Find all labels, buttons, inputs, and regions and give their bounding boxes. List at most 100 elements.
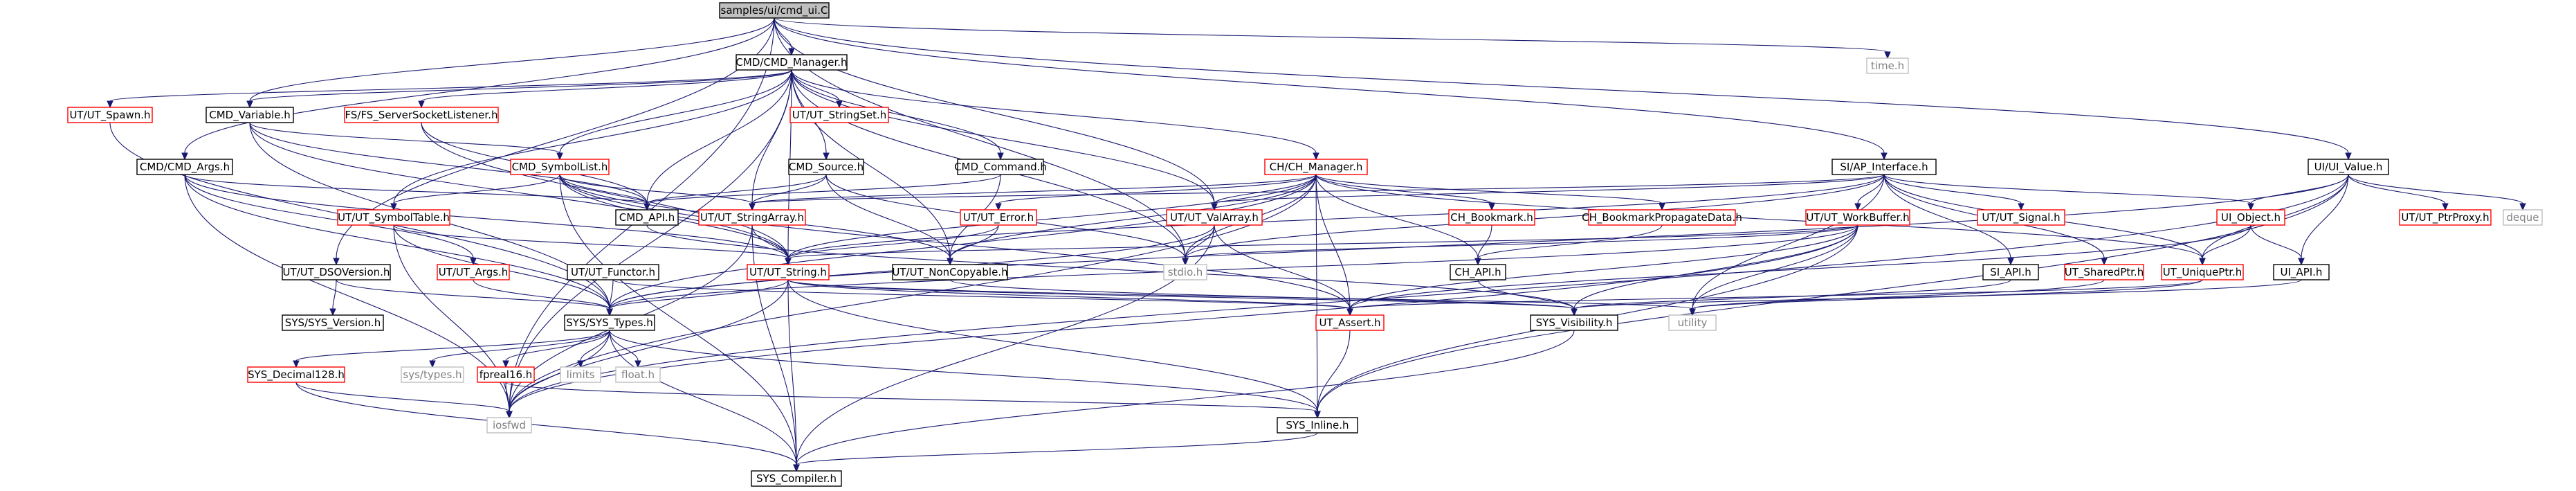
edge-line [2301, 174, 2349, 259]
edge-arrowhead [418, 100, 425, 109]
node-symtab[interactable]: UT/UT_SymbolTable.h [337, 209, 450, 226]
edge-line [393, 174, 560, 204]
node-chmgr[interactable]: CH/CH_Manager.h [1264, 159, 1368, 175]
node-sysver[interactable]: SYS/SYS_Version.h [282, 314, 384, 331]
edge-uivalue-to-uiapi [2298, 174, 2349, 266]
node-box [282, 314, 384, 331]
edge-dec128-to-syscomp [295, 382, 800, 472]
edge-dso-to-sysver [329, 279, 337, 316]
node-label: SYS/SYS_Types.h [566, 316, 653, 330]
node-uiobj[interactable]: UI_Object.h [2216, 209, 2285, 226]
node-wbuf[interactable]: UT/UT_WorkBuffer.h [1805, 209, 1910, 226]
node-cmdapi[interactable]: CMD_API.h [615, 209, 679, 226]
edge-line [559, 174, 797, 465]
node-label: UT/UT_WorkBuffer.h [1806, 211, 1909, 224]
node-cmdsrc[interactable]: CMD_Source.h [788, 159, 864, 175]
node-label: time.h [1871, 60, 1904, 72]
edge-line [787, 279, 1693, 310]
node-sharedptr[interactable]: UT_SharedPtr.h [2064, 264, 2144, 280]
node-box [960, 209, 1037, 226]
edge-utstring-to-utility [787, 279, 1696, 316]
node-ptrproxy[interactable]: UT/UT_PtrProxy.h [2399, 209, 2492, 226]
node-utility[interactable]: utility [1668, 314, 1717, 331]
node-sysinline[interactable]: SYS_Inline.h [1277, 417, 1358, 434]
node-box [788, 159, 864, 175]
node-deque[interactable]: deque [2503, 209, 2543, 226]
edge-chmgr-to-uterr [995, 174, 1317, 211]
node-label: UI/UI_Value.h [2314, 161, 2383, 174]
node-strarr[interactable]: UT/UT_StringArray.h [698, 209, 806, 226]
node-label: CMD/CMD_Manager.h [736, 56, 847, 69]
edge-uiapi-to-sysvis [1571, 279, 2302, 316]
node-float[interactable]: float.h [615, 366, 661, 383]
node-chbm[interactable]: CH_Bookmark.h [1448, 209, 1535, 226]
node-cmdargs[interactable]: CMD/CMD_Args.h [136, 159, 233, 175]
edge-arrowhead [107, 100, 113, 109]
node-label: CH_Bookmark.h [1450, 211, 1533, 224]
edge-cmdargs-to-utargs [184, 174, 477, 266]
node-fsss[interactable]: FS/FS_ServerSocketListener.h [344, 107, 499, 123]
node-spawn[interactable]: UT/UT_Spawn.h [67, 107, 153, 123]
node-uiapi[interactable]: UI_API.h [2273, 264, 2330, 280]
edge-line [787, 279, 1351, 310]
node-sysvis[interactable]: SYS_Visibility.h [1530, 314, 1618, 331]
edge-line [609, 174, 1317, 310]
node-limits[interactable]: limits [560, 366, 601, 383]
node-systypes[interactable]: SYS/SYS_Types.h [564, 314, 655, 331]
node-cmdmgr[interactable]: CMD/CMD_Manager.h [736, 54, 848, 71]
edge-chmgr-to-chbm [1315, 174, 1495, 211]
node-functor[interactable]: UT/UT_Functor.h [567, 264, 659, 280]
edge-arrowhead [2442, 203, 2449, 211]
node-symlist[interactable]: CMD_SymbolList.h [510, 159, 610, 175]
node-cmdcmd[interactable]: CMD_Command.h [954, 159, 1047, 175]
edge-root-to-time [774, 17, 1891, 60]
edge-line [2348, 174, 2446, 204]
node-dso[interactable]: UT/UT_DSOVersion.h [282, 264, 391, 280]
edge-utstring-to-utassert [787, 279, 1353, 316]
node-dec128[interactable]: SYS_Decimal128.h [247, 366, 345, 383]
node-chbmp[interactable]: CH_BookmarkPropagateData.h [1582, 209, 1742, 226]
edge-uiobj-to-uniqueptr [2199, 224, 2251, 266]
node-cmdvar[interactable]: CMD_Variable.h [205, 107, 294, 123]
node-valarr[interactable]: UT/UT_ValArray.h [1166, 209, 1263, 226]
node-iosfwd[interactable]: iosfwd [486, 417, 532, 434]
node-syscomp[interactable]: SYS_Compiler.h [751, 470, 842, 487]
node-uivalue[interactable]: UI/UI_Value.h [2308, 159, 2389, 175]
node-noncopy[interactable]: UT/UT_NonCopyable.h [892, 264, 1008, 280]
node-chapi[interactable]: CH_API.h [1450, 264, 1506, 280]
node-uniqueptr[interactable]: UT_UniquePtr.h [2161, 264, 2244, 280]
edge-root-to-siap [774, 17, 1888, 161]
node-uterr[interactable]: UT/UT_Error.h [960, 209, 1037, 226]
edge-arrowhead [995, 203, 1002, 211]
node-systypesh[interactable]: sys/types.h [401, 366, 464, 383]
node-siap[interactable]: SI/AP_Interface.h [1831, 159, 1937, 175]
node-strset[interactable]: UT/UT_StringSet.h [789, 107, 889, 123]
edge-dec128-to-iosfwd [295, 382, 513, 419]
edge-noncopy-to-sysvis [949, 279, 1578, 316]
edge-wbuf-to-utstring [785, 224, 1858, 266]
node-box [751, 470, 842, 487]
edge-line [559, 174, 753, 204]
edge-line [505, 330, 610, 361]
node-utargs[interactable]: UT/UT_Args.h [437, 264, 510, 280]
edge-utargs-to-systypes [473, 279, 613, 316]
node-label: UT_Assert.h [1319, 316, 1380, 330]
node-time[interactable]: time.h [1866, 57, 1909, 74]
edge-siap-to-utsig [1883, 174, 2025, 211]
node-stdio[interactable]: stdio.h [1163, 264, 1207, 280]
node-utsig[interactable]: UT/UT_Signal.h [1977, 209, 2065, 226]
edge-arrowhead [788, 48, 795, 56]
node-box [1277, 417, 1358, 434]
edge-siap-to-siapi [1883, 174, 2014, 266]
edge-sysvis-to-syscomp [793, 330, 1575, 472]
node-box [698, 209, 806, 226]
node-fpreal16[interactable]: fpreal16.h [477, 366, 535, 383]
node-siapi[interactable]: SI_API.h [1982, 264, 2039, 280]
edge-line [949, 279, 1575, 310]
edge-line [2348, 174, 2523, 204]
node-utassert[interactable]: UT_Assert.h [1315, 314, 1385, 331]
edge-line [249, 122, 648, 204]
node-utstring[interactable]: UT/UT_String.h [747, 264, 830, 280]
edge-line [509, 69, 792, 412]
node-label: CH_API.h [1454, 266, 1501, 279]
